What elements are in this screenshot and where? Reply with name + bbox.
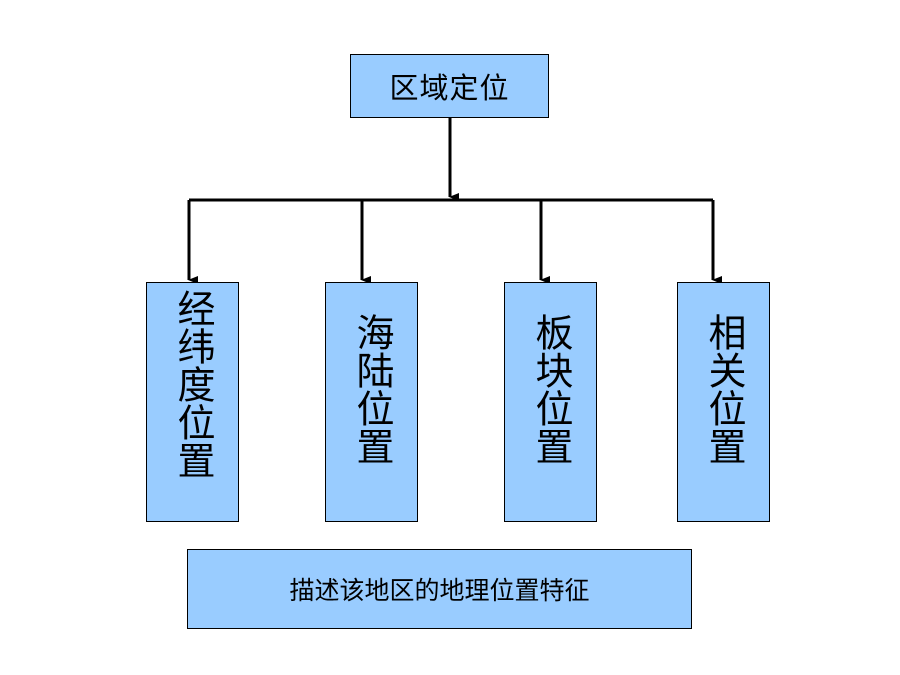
child-node-sea-land: 海陆位置 bbox=[325, 282, 418, 522]
child-node-label-sea-land: 海陆位置 bbox=[350, 313, 394, 465]
child-node-label-plate: 板块位置 bbox=[529, 313, 573, 465]
child-node-relative: 相关位置 bbox=[677, 282, 770, 522]
summary-node: 描述该地区的地理位置特征 bbox=[187, 549, 692, 629]
child-node-label-latlong: 经纬度位置 bbox=[171, 289, 215, 479]
child-node-latlong: 经纬度位置 bbox=[146, 282, 239, 522]
summary-node-label: 描述该地区的地理位置特征 bbox=[289, 576, 590, 605]
root-node: 区域定位 bbox=[350, 54, 549, 118]
child-node-plate: 板块位置 bbox=[504, 282, 597, 522]
root-node-label: 区域定位 bbox=[389, 71, 510, 105]
child-node-label-relative: 相关位置 bbox=[702, 313, 746, 465]
